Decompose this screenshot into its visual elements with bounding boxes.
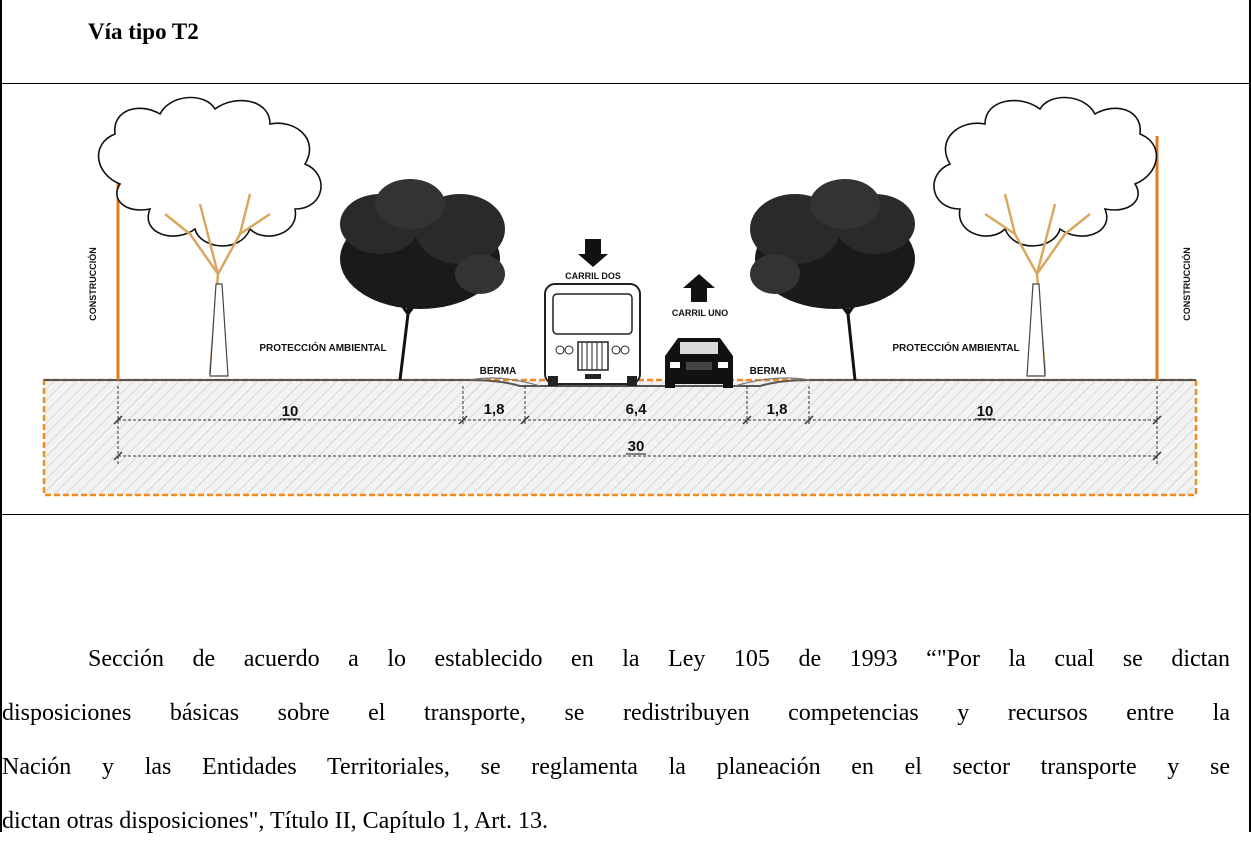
berma-right-profile [734,377,811,387]
dimension-lines [117,386,1158,464]
berma-label-right: BERMA [750,366,787,377]
carril-dos-arrow-icon [578,239,608,267]
dimension-lanes: 6,4 [626,401,648,418]
road-surface-line [44,379,1196,387]
carril-dos-label: CARRIL DOS [565,271,621,281]
tree-dark-left [340,179,505,381]
dimension-right-berma: 1,8 [767,401,788,418]
section-title: Vía tipo T2 [88,19,199,44]
caption-line: Sección de acuerdo a lo establecido en l… [88,646,1230,672]
car-front-icon [665,338,733,388]
carril-uno-arrow-icon [683,274,715,302]
caption-paragraph: Sección de acuerdo a lo establecido en l… [2,632,1230,848]
road-cross-section-diagram: CONSTRUCCIÓN CONSTRUCCIÓN PROTECCIÓN AMB… [42,96,1198,497]
tree-outline-right [933,96,1158,377]
berma-label-left: BERMA [480,366,517,377]
tree-dark-right [750,179,915,381]
construction-label-left: CONSTRUCCIÓN [87,247,98,321]
protection-label-right: PROTECCIÓN AMBIENTAL [892,341,1019,354]
dimension-left-zone: 10 [282,403,299,420]
tree-outline-left [97,96,322,377]
dimension-right-zone: 10 [977,403,994,420]
table-row-divider-1 [0,83,1251,84]
berma-left-profile [469,377,541,387]
caption-line: disposiciones básicas sobre el transport… [2,700,1230,726]
table-row-divider-2 [0,514,1251,515]
dimension-total: 30 [628,438,645,455]
dimension-ticks [113,415,1162,461]
dimension-left-berma: 1,8 [484,401,505,418]
bus-front-icon [544,283,641,386]
ground-slab [42,378,1198,497]
construction-label-right: CONSTRUCCIÓN [1181,247,1192,321]
caption-line: dictan otras disposiciones", Título II, … [2,808,548,834]
protection-label-left: PROTECCIÓN AMBIENTAL [259,341,386,354]
caption-line: Nación y las Entidades Territoriales, se… [2,754,1230,780]
table-border-right [1249,0,1251,832]
table-border-left [0,0,2,832]
carril-uno-label: CARRIL UNO [672,308,728,318]
